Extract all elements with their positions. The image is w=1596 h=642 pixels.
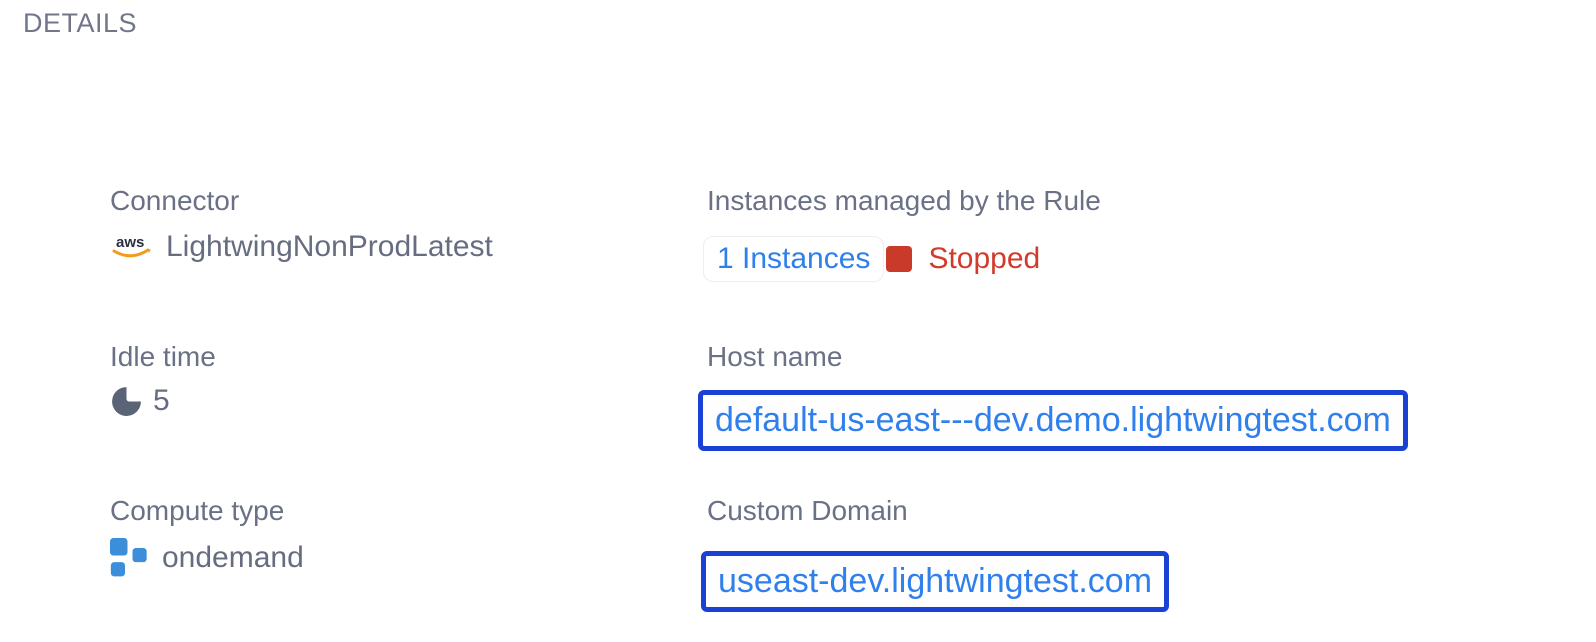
custom-domain-label: Custom Domain	[707, 495, 908, 526]
aws-logo-icon: aws	[112, 234, 151, 258]
connector-value-row: aws LightwingNonProdLatest	[110, 230, 493, 264]
pie-clock-icon	[112, 386, 141, 416]
custom-domain-link-box[interactable]: useast-dev.lightwingtest.com	[701, 551, 1170, 612]
host-name-link-box[interactable]: default-us-east---dev.demo.lightwingtest…	[698, 390, 1408, 451]
instances-count-link[interactable]: 1 Instances	[703, 236, 885, 282]
idle-time-value-row: 5	[110, 384, 170, 418]
host-name-label: Host name	[707, 341, 843, 372]
blue-squares-icon	[110, 538, 147, 577]
compute-type-label: Compute type	[110, 495, 285, 526]
idle-time-value: 5	[153, 384, 170, 417]
instances-value-row: 1 Instances Stopped	[703, 236, 1040, 282]
svg-text:aws: aws	[116, 234, 144, 251]
status-badge: Stopped	[928, 242, 1041, 275]
compute-type-value: ondemand	[162, 541, 304, 574]
red-square-status-icon	[886, 246, 913, 272]
page-title: DETAILS	[23, 8, 138, 38]
host-name-value[interactable]: default-us-east---dev.demo.lightwingtest…	[715, 401, 1391, 439]
custom-domain-value[interactable]: useast-dev.lightwingtest.com	[718, 562, 1153, 600]
connector-value: LightwingNonProdLatest	[166, 230, 493, 263]
connector-label: Connector	[110, 185, 240, 216]
instances-label: Instances managed by the Rule	[707, 185, 1101, 216]
compute-type-value-row: ondemand	[110, 536, 304, 580]
idle-time-label: Idle time	[110, 341, 216, 372]
